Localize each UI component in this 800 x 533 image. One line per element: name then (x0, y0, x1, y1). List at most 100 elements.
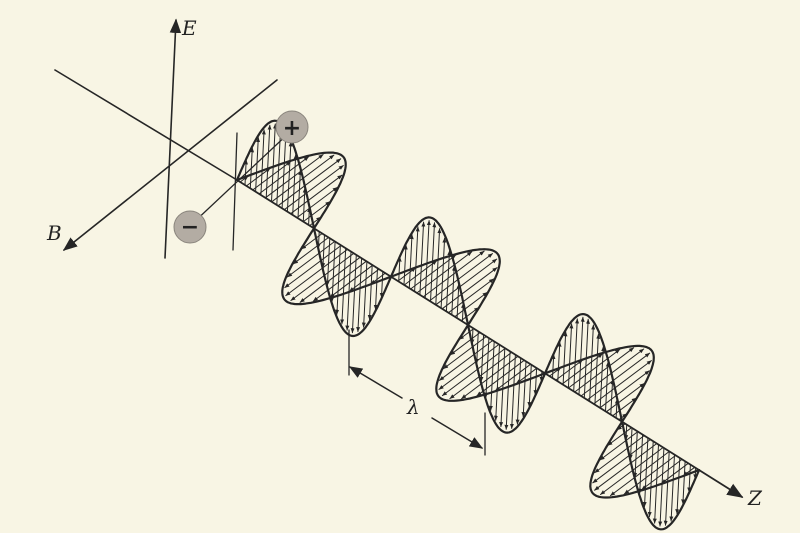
magnetic-field-vector-arrow (454, 291, 488, 318)
negative-charge: − (173, 210, 207, 244)
magnetic-field-vector-arrow (549, 367, 562, 377)
magnetic-field-vector-arrow (292, 237, 329, 265)
electric-field-vector-arrow (302, 187, 307, 223)
magnetic-field-vector-arrow (448, 278, 495, 314)
magnetic-field-vector-arrow (561, 353, 603, 385)
b-axis-label: B (46, 221, 62, 245)
electric-field-vector-arrow (260, 129, 266, 196)
magnetic-field-vector-arrow (494, 363, 531, 392)
magnetic-field-vector-arrow (593, 360, 652, 405)
electric-field-vector-arrow (493, 344, 500, 421)
magnetic-field-vector-arrow (441, 267, 498, 310)
magnetic-field-vector-arrow (239, 175, 249, 183)
electric-field-vector-arrow (633, 430, 638, 478)
magnetic-field-vector-arrow (246, 167, 271, 187)
electric-field-vector-arrow (397, 256, 402, 282)
positive-charge-sign: + (283, 116, 301, 141)
electric-field-vector-arrow (675, 457, 681, 515)
magnetic-field-wave (235, 151, 701, 499)
origin-diagonal-line (54, 69, 238, 181)
propagation-axis (236, 179, 744, 498)
electric-field-vector-arrow (479, 334, 485, 382)
b-axis (62, 79, 278, 251)
magnetic-field-vector-arrow (586, 352, 651, 401)
electric-field-vector-arrow (610, 379, 615, 416)
negative-charge-sign: − (181, 215, 199, 240)
magnetic-field-vector-arrow (416, 251, 473, 294)
magnetic-field-vector-arrow (284, 244, 342, 289)
electric-field-vector-arrow (350, 254, 357, 334)
magnetic-field-vector-arrow (264, 154, 324, 199)
magnetic-field-vector-arrow (296, 186, 338, 219)
magnetic-field-vector-arrow (623, 454, 677, 495)
electric-field-vector-arrow (316, 231, 321, 249)
electric-field-vector-arrow (594, 333, 601, 406)
magnetic-field-vector-arrow (661, 462, 689, 484)
electric-field-vector-arrow (419, 221, 426, 296)
wavelength-label: λ (406, 395, 420, 419)
electric-field-vector-arrow (539, 370, 544, 382)
magnetic-field-vector-arrow (580, 348, 645, 397)
electric-field-vector-arrow (321, 234, 326, 269)
electric-field-vector-arrow (456, 283, 461, 319)
electric-field-vector-arrow (335, 244, 341, 315)
electric-field-vector-arrow (573, 318, 580, 392)
electric-field-vector-arrow (509, 354, 516, 429)
electric-field-vector-arrow (663, 450, 670, 526)
electric-field-vector-arrow (330, 241, 336, 302)
magnetic-field-vector-arrow (592, 439, 651, 484)
wavelength-arrow-left (348, 366, 403, 399)
electric-field-vector-arrow (325, 237, 331, 286)
magnetic-field-vector-arrow (594, 435, 645, 474)
magnetic-field-vector-arrow (616, 423, 626, 431)
magnetic-field-vector-arrow (271, 154, 335, 203)
magnetic-field-vector-arrow (429, 253, 493, 302)
magnetic-field-vector-arrow (287, 240, 336, 278)
electric-field-vector-arrow (373, 267, 378, 310)
magnetic-field-vector-arrow (258, 156, 309, 195)
electric-field-vector-arrow (340, 247, 347, 325)
magnetic-field-vector-arrow (302, 201, 331, 223)
electric-field-vector-arrow (414, 226, 420, 292)
magnetic-field-vector-arrow (290, 174, 343, 215)
electric-field-vector-arrow (297, 169, 303, 219)
electric-field-vector-arrow (484, 337, 490, 398)
electric-field-vector-arrow (557, 341, 562, 382)
magnetic-field-vector-arrow (290, 252, 355, 301)
electric-field-vector-arrow (687, 464, 692, 493)
electric-field-vector-arrow (567, 323, 574, 389)
magnetic-field-vector-arrow (600, 447, 664, 495)
magnetic-field-vector-arrow (567, 349, 621, 389)
electric-field-vector-arrow (403, 244, 408, 286)
electric-field-vector-arrow (286, 141, 293, 213)
magnetic-field-vector-arrow (283, 165, 344, 211)
charge-connector (191, 131, 291, 225)
magnetic-field-vector-arrow (599, 431, 639, 461)
magnetic-field-vector-arrow (422, 250, 485, 298)
electric-field-vector-arrow (379, 271, 384, 298)
electric-field-vector-arrow (562, 331, 568, 386)
electric-field-vector-arrow (265, 124, 272, 199)
electric-field-vector-arrow (499, 347, 506, 428)
positive-charge: + (275, 110, 309, 144)
magnetic-field-vector-arrow (403, 260, 438, 286)
electric-field-vector-arrow (669, 454, 675, 522)
magnetic-field-vector-arrow (443, 336, 487, 370)
magnetic-field-vector-arrow (301, 233, 323, 250)
magnetic-field-vector-arrow (435, 258, 498, 306)
magnetic-field-vector-arrow (370, 272, 386, 285)
magnetic-field-vector-arrow (594, 443, 658, 491)
magnetic-field-vector-arrow (449, 351, 513, 400)
electric-field-vector-arrow (243, 159, 248, 186)
electric-field-vector-arrow (367, 264, 373, 320)
electric-field-vector-arrow (527, 364, 532, 408)
magnetic-field-vector-arrow (438, 343, 500, 390)
electric-field-vector-arrow (647, 440, 654, 517)
electric-field-vector-arrow (681, 460, 686, 505)
magnetic-field-vector-arrow (329, 264, 374, 298)
magnetic-field-vector-arrow (397, 267, 417, 282)
electric-field-vector-arrow (255, 137, 261, 193)
electric-field-vector-arrow (356, 257, 363, 333)
